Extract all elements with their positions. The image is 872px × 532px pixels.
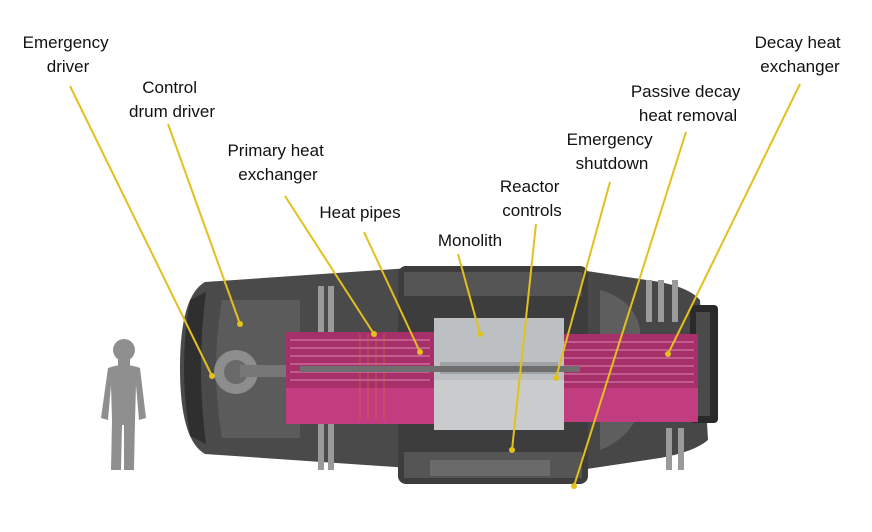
- label-emergency-driver: Emergency driver: [23, 33, 114, 76]
- leader-lines: [69, 83, 801, 487]
- label-control-drum-driver: Control drum driver: [129, 78, 215, 121]
- label-heat-pipes: Heat pipes: [319, 203, 400, 222]
- label-primary-heat-exchanger: Primary heat exchanger: [227, 141, 328, 184]
- leader-endpoints: [209, 321, 671, 489]
- label-monolith: Monolith: [438, 231, 502, 250]
- label-reactor-controls: Reactor controls: [500, 177, 564, 220]
- label-decay-heat-exchanger: Decay heat exchanger: [755, 33, 846, 76]
- reactor-module: [180, 266, 718, 484]
- label-passive-decay-heat-removal: Passive decay heat removal: [631, 82, 745, 125]
- label-emergency-shutdown: Emergency shutdown: [567, 130, 658, 173]
- person-silhouette: [101, 339, 146, 470]
